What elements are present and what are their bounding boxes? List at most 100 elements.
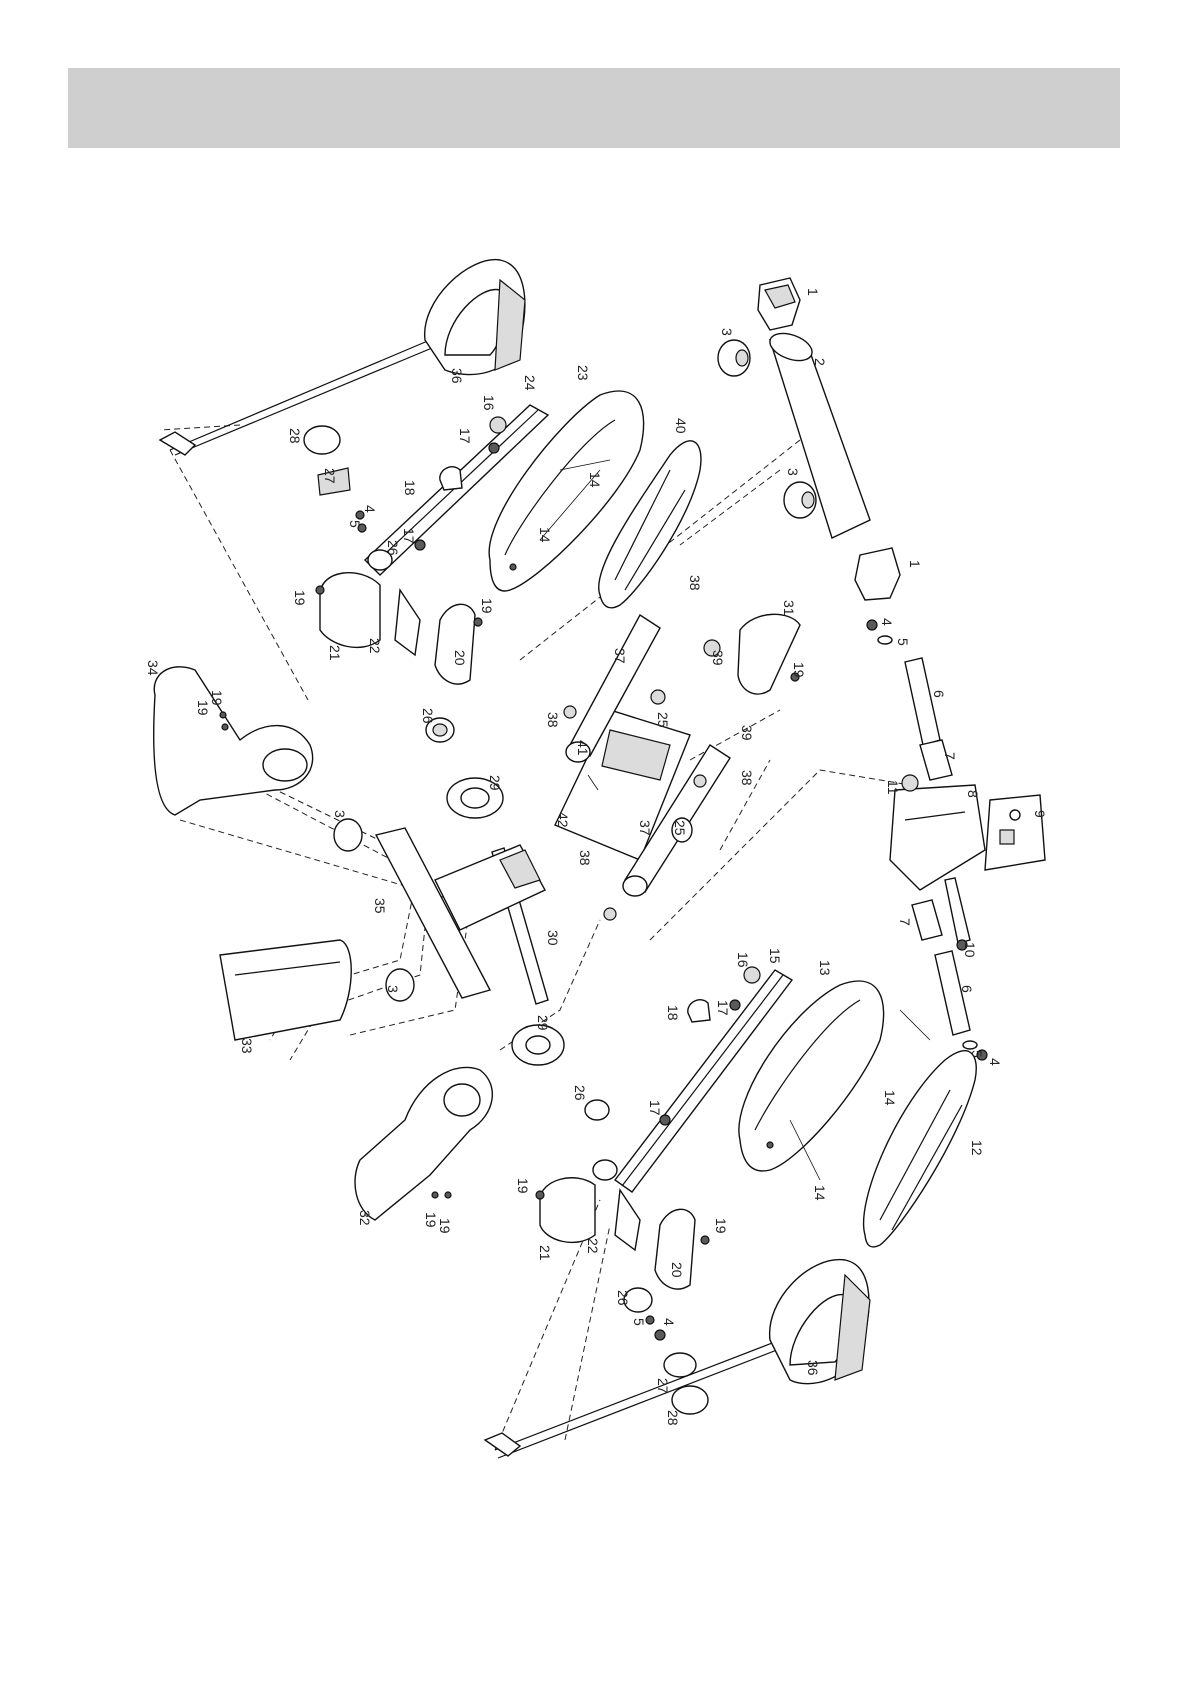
label-3: 3 (385, 985, 401, 993)
part-12-lower-pedal-pad (864, 1051, 977, 1247)
label-35: 35 (372, 898, 388, 914)
label-17: 17 (401, 528, 417, 544)
label-25: 25 (655, 712, 671, 728)
label-36: 36 (805, 1360, 821, 1376)
part-9-cover-plate (985, 795, 1045, 870)
part-1-lower-end-cap (855, 548, 900, 600)
label-14: 14 (537, 527, 553, 543)
label-25: 25 (672, 820, 688, 836)
label-4: 4 (879, 618, 895, 626)
label-5: 5 (347, 520, 363, 528)
label-36: 36 (449, 368, 465, 384)
label-37: 37 (612, 648, 628, 664)
label-11: 11 (885, 780, 901, 795)
label-21: 21 (537, 1245, 553, 1261)
label-16: 16 (735, 952, 751, 968)
part-3-tube-plug-mid (784, 482, 816, 518)
label-22: 22 (585, 1238, 601, 1254)
part-33-rear-cover (220, 940, 351, 1040)
label-9: 9 (1032, 810, 1048, 818)
label-10: 10 (962, 942, 978, 958)
label-33: 33 (239, 1038, 255, 1054)
label-19: 19 (713, 1218, 729, 1234)
label-4: 4 (987, 1058, 1003, 1066)
label-17: 17 (647, 1100, 663, 1116)
label-26: 26 (615, 1290, 631, 1306)
label-3: 3 (719, 328, 735, 336)
label-19: 19 (515, 1178, 531, 1194)
part-11-nut (902, 775, 918, 791)
label-30: 30 (545, 930, 561, 946)
part-31-bracket-cover (738, 614, 800, 694)
label-18: 18 (665, 1005, 681, 1021)
label-29: 29 (487, 775, 503, 791)
part-1-top-end-cap (758, 278, 800, 330)
label-20: 20 (452, 650, 468, 666)
label-5: 5 (895, 638, 911, 646)
part-7-bushing-bottom (912, 900, 942, 940)
label-4: 4 (362, 505, 378, 513)
label-7: 7 (897, 918, 913, 926)
part-10-bolt (945, 878, 970, 950)
label-12: 12 (969, 1140, 985, 1156)
label-39: 39 (739, 725, 755, 741)
label-40: 40 (673, 418, 689, 434)
label-21: 21 (327, 645, 343, 661)
part-34-upper-shroud (154, 667, 313, 815)
label-19: 19 (292, 590, 308, 606)
label-18: 18 (402, 480, 418, 496)
part-8-mount-bracket (890, 785, 985, 890)
label-14: 14 (587, 472, 603, 488)
label-16: 16 (481, 395, 497, 411)
label-37: 37 (637, 820, 653, 836)
label-22: 22 (367, 638, 383, 654)
label-28: 28 (287, 428, 303, 444)
label-19: 19 (791, 662, 807, 678)
part-6-axle-top (905, 658, 940, 745)
part-7-bushing-top (920, 740, 952, 780)
label-14: 14 (812, 1185, 828, 1201)
label-5: 5 (631, 1318, 647, 1326)
label-38: 38 (545, 712, 561, 728)
label-42: 42 (555, 812, 571, 828)
label-19: 19 (437, 1218, 453, 1234)
label-6: 6 (931, 690, 947, 698)
part-36-top-handle (160, 260, 525, 455)
label-3: 3 (332, 810, 348, 818)
label-32: 32 (357, 1210, 373, 1226)
label-13: 13 (817, 960, 833, 976)
label-20: 20 (669, 1262, 685, 1278)
label-31: 31 (781, 600, 797, 616)
label-7: 7 (942, 752, 958, 760)
label-8: 8 (965, 790, 981, 798)
label-27: 27 (655, 1378, 671, 1394)
label-26: 26 (420, 708, 436, 724)
label-15: 15 (767, 948, 783, 964)
label-5: 5 (969, 1050, 985, 1058)
label-19: 19 (195, 700, 211, 716)
label-6: 6 (959, 985, 975, 993)
part-3-tube-plug-top (718, 340, 750, 376)
label-34: 34 (145, 660, 161, 676)
label-2: 2 (812, 358, 828, 366)
label-19: 19 (479, 598, 495, 614)
label-28: 28 (665, 1410, 681, 1426)
label-41: 41 (575, 740, 591, 756)
label-39: 39 (710, 650, 726, 666)
label-38: 38 (739, 770, 755, 786)
label-27: 27 (322, 468, 338, 484)
part-6-axle-bottom (935, 951, 970, 1035)
lower-pivot-assembly (512, 1025, 709, 1414)
label-29: 29 (535, 1015, 551, 1031)
label-4: 4 (661, 1318, 677, 1326)
label-17: 17 (715, 1000, 731, 1016)
label-24: 24 (522, 375, 538, 391)
label-1: 1 (907, 560, 923, 568)
label-17: 17 (457, 428, 473, 444)
label-26: 26 (572, 1085, 588, 1101)
label-38: 38 (577, 850, 593, 866)
label-19: 19 (423, 1212, 439, 1228)
label-26: 26 (385, 540, 401, 556)
label-23: 23 (575, 365, 591, 381)
